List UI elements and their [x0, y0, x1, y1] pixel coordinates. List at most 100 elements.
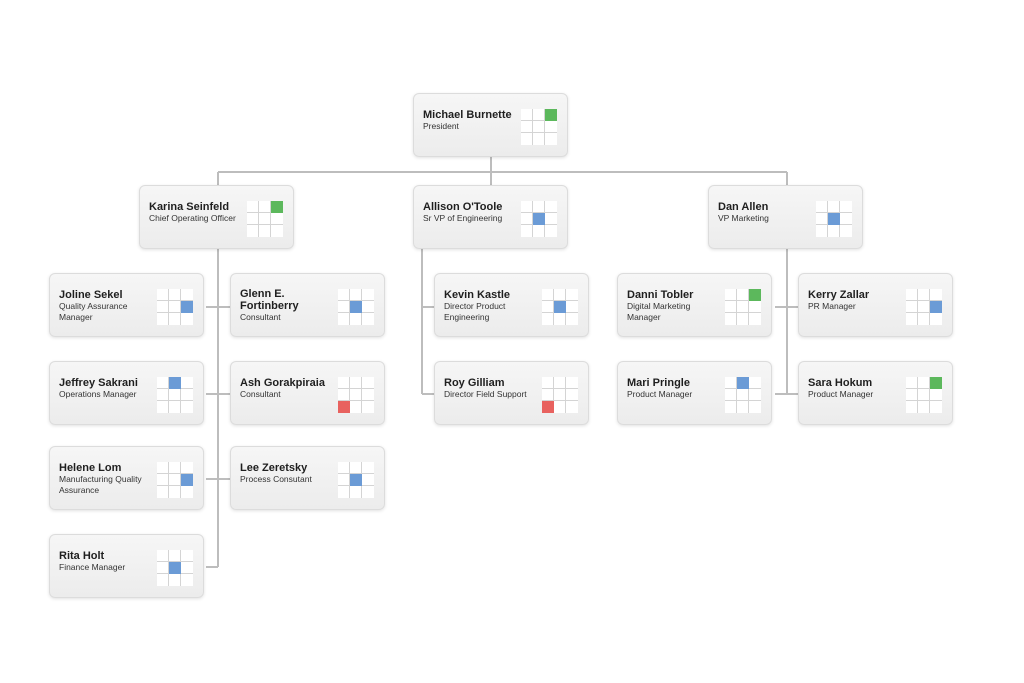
grid-cell — [521, 133, 533, 145]
grid-cell — [157, 389, 169, 401]
grid-cell — [545, 201, 557, 213]
grid-cell — [169, 550, 181, 562]
status-marker — [930, 301, 942, 313]
node-name: Danni Tobler — [627, 289, 694, 301]
node-name: Mari Pringle — [627, 377, 690, 389]
grid-cell — [554, 289, 566, 301]
grid-cell — [906, 389, 918, 401]
grid-cell — [181, 462, 193, 474]
node-title: Quality Assurance Manager — [59, 301, 128, 322]
connector-dan — [775, 249, 798, 395]
grid-cell — [338, 389, 350, 401]
grid-cell — [181, 486, 193, 498]
status-grid — [906, 289, 942, 325]
grid-cell — [533, 121, 545, 133]
grid-cell — [816, 213, 828, 225]
grid-cell — [181, 289, 193, 301]
grid-cell — [181, 550, 193, 562]
grid-cell — [542, 289, 554, 301]
grid-cell — [521, 201, 533, 213]
grid-cell — [362, 474, 374, 486]
grid-cell — [169, 574, 181, 586]
node-title: PR Manager — [808, 301, 856, 311]
grid-cell — [157, 574, 169, 586]
node-name: Allison O'Toole — [423, 201, 503, 213]
grid-cell — [918, 313, 930, 325]
grid-cell — [725, 401, 737, 413]
grid-cell — [566, 401, 578, 413]
node-title: Operations Manager — [59, 389, 137, 399]
grid-cell — [930, 389, 942, 401]
grid-cell — [725, 301, 737, 313]
node-name: Kevin Kastle — [444, 289, 511, 301]
grid-cell — [749, 301, 761, 313]
status-grid — [157, 462, 193, 498]
node-title: Product Manager — [808, 389, 874, 399]
status-marker — [271, 201, 283, 213]
grid-cell — [840, 225, 852, 237]
grid-cell — [816, 201, 828, 213]
grid-cell — [181, 562, 193, 574]
status-marker — [930, 377, 942, 389]
status-marker — [554, 301, 566, 313]
node-name: Jeffrey Sakrani — [59, 377, 138, 389]
node-name: Dan Allen — [718, 201, 769, 213]
connector-president — [217, 156, 788, 186]
status-grid — [338, 289, 374, 325]
status-marker — [828, 213, 840, 225]
grid-cell — [521, 121, 533, 133]
status-marker — [749, 289, 761, 301]
node-name: Lee Zeretsky — [240, 462, 308, 474]
status-marker — [350, 301, 362, 313]
grid-cell — [157, 562, 169, 574]
grid-cell — [157, 486, 169, 498]
grid-cell — [271, 213, 283, 225]
grid-cell — [737, 289, 749, 301]
grid-cell — [181, 401, 193, 413]
grid-cell — [350, 289, 362, 301]
grid-cell — [906, 313, 918, 325]
grid-cell — [542, 301, 554, 313]
status-marker — [533, 213, 545, 225]
grid-cell — [259, 225, 271, 237]
grid-cell — [566, 289, 578, 301]
node-name: Sara Hokum — [808, 377, 873, 389]
grid-cell — [157, 474, 169, 486]
grid-cell — [737, 401, 749, 413]
grid-cell — [533, 201, 545, 213]
grid-cell — [338, 377, 350, 389]
status-marker — [181, 301, 193, 313]
status-marker — [169, 377, 181, 389]
status-grid — [247, 201, 283, 237]
grid-cell — [181, 574, 193, 586]
node-title: Consultant — [240, 389, 281, 399]
status-grid — [521, 109, 557, 145]
node-title: Consultant — [240, 312, 281, 322]
grid-cell — [350, 377, 362, 389]
grid-cell — [338, 289, 350, 301]
grid-cell — [521, 225, 533, 237]
grid-cell — [362, 313, 374, 325]
grid-cell — [749, 313, 761, 325]
grid-cell — [840, 201, 852, 213]
status-grid — [816, 201, 852, 237]
grid-cell — [554, 389, 566, 401]
